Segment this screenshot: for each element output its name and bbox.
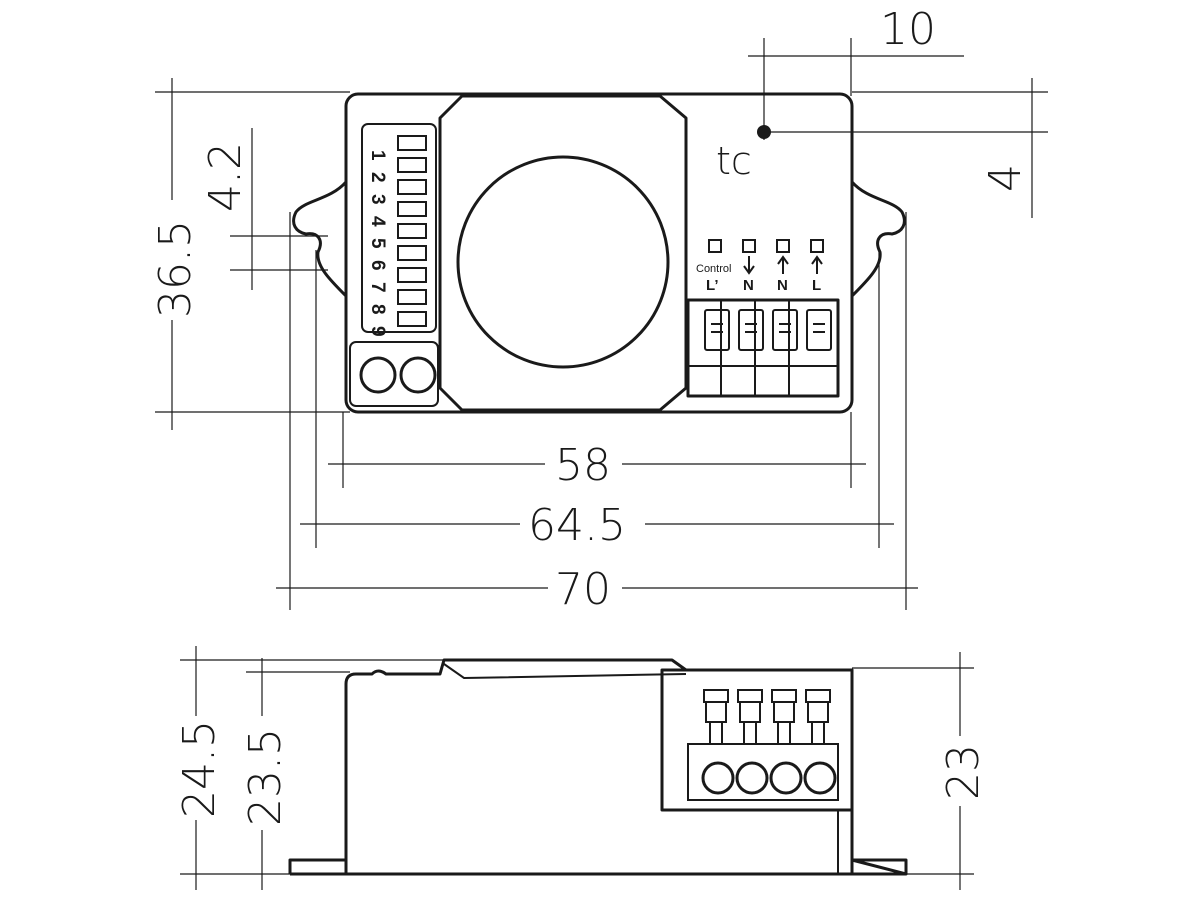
terminal-label-n-out: N [743,277,754,294]
dip-number-3: 3 [367,194,388,205]
dip-number-7: 7 [367,282,388,293]
terminal-label-n-in: N [777,277,788,294]
dim-23: 23 [852,652,989,890]
housing-outline [344,92,854,414]
terminal-markers [708,239,824,275]
screw-head-1 [701,761,735,795]
screw-head-2 [735,761,769,795]
dim-36-5: 36.5 [150,78,350,430]
dim-10: 10 [748,4,964,140]
potentiometer-knob-2 [399,356,437,394]
dip-numbers: 1 2 3 4 5 6 7 8 9 [367,150,388,337]
dim-4-label: 4 [980,164,1031,192]
screw-head-3 [769,761,803,795]
sensor-lens [456,155,670,369]
side-terminal-outline [660,668,854,812]
dim-70-label: 70 [555,564,611,615]
dim-58-label: 58 [555,440,611,491]
arrow-up-icon [777,255,789,274]
dim-24-5: 24.5 [174,646,446,890]
dip-number-1: 1 [367,150,388,161]
dim-58: 58 [328,412,866,491]
arrow-up-icon [811,255,823,274]
tc-label: tc [716,139,752,183]
terminal-block-outline [686,298,840,398]
dim-23-5-label: 23.5 [240,728,291,826]
potentiometer-knob-1 [359,356,397,394]
side-view: 24.5 23.5 23 [174,646,989,890]
top-view: 1 2 3 4 5 6 7 8 9 tc Control L’ [150,4,1048,615]
dip-number-2: 2 [367,172,388,183]
control-label: Control [696,263,731,275]
screw-head-4 [803,761,837,795]
dip-number-6: 6 [367,260,388,271]
dim-64-5: 64.5 [300,250,894,551]
dim-4-2: 4.2 [200,128,328,290]
right-mounting-tab [850,180,906,298]
base-flange [288,858,908,876]
side-terminal-block [660,668,854,812]
dim-36-5-label: 36.5 [150,220,201,318]
left-mounting-tab [292,180,348,298]
terminal-block [686,298,840,398]
sensor-panel [438,94,688,412]
dip-number-4: 4 [367,216,388,227]
dip-number-8: 8 [367,304,388,315]
side-housing-outline [344,658,854,874]
dip-number-5: 5 [367,238,388,249]
dim-23-5: 23.5 [240,658,350,890]
dip-switch-block [361,123,437,333]
dim-70: 70 [276,212,918,615]
dim-4: 4 [764,78,1048,218]
dim-64-5-label: 64.5 [528,500,626,551]
dim-24-5-label: 24.5 [174,720,225,818]
terminal-label-l-prime: L’ [706,277,719,294]
lid-edge [443,663,687,680]
dip-number-9: 9 [367,326,388,337]
arrow-down-icon [743,256,755,275]
dip-switch-slots [397,135,427,327]
dim-10-label: 10 [880,4,936,55]
dim-23-label: 23 [938,744,989,800]
dim-4-2-label: 4.2 [200,142,251,212]
terminal-label-l-in: L [812,277,821,294]
potentiometer-block [349,341,439,407]
